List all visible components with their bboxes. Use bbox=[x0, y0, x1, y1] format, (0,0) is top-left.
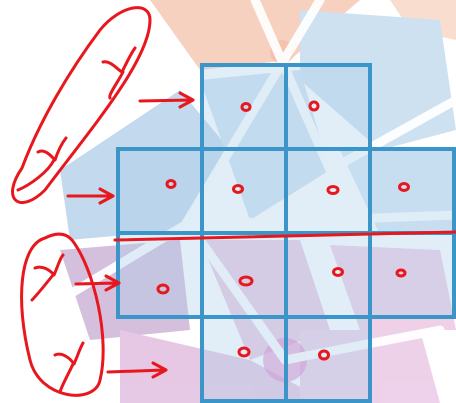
grid-cell-r2-c3 bbox=[370, 233, 454, 317]
grid-cell-r3-c1 bbox=[202, 317, 286, 401]
grid-cell-r0-c1 bbox=[202, 65, 286, 149]
grid-cell-r1-c0 bbox=[118, 149, 202, 233]
grid-cell-r2-c0 bbox=[118, 233, 202, 317]
grid-cell-r0-c2 bbox=[286, 65, 370, 149]
glyph-upper-2 bbox=[18, 138, 66, 190]
grid-cell-r1-c1 bbox=[202, 149, 286, 233]
glyph-lower-1 bbox=[32, 255, 63, 300]
glyph-lower-2 bbox=[55, 343, 83, 392]
grid-cell-r2-c1 bbox=[202, 233, 286, 317]
grid-cell-r1-c3 bbox=[370, 149, 454, 233]
grid-cell-r2-c2 bbox=[286, 233, 370, 317]
